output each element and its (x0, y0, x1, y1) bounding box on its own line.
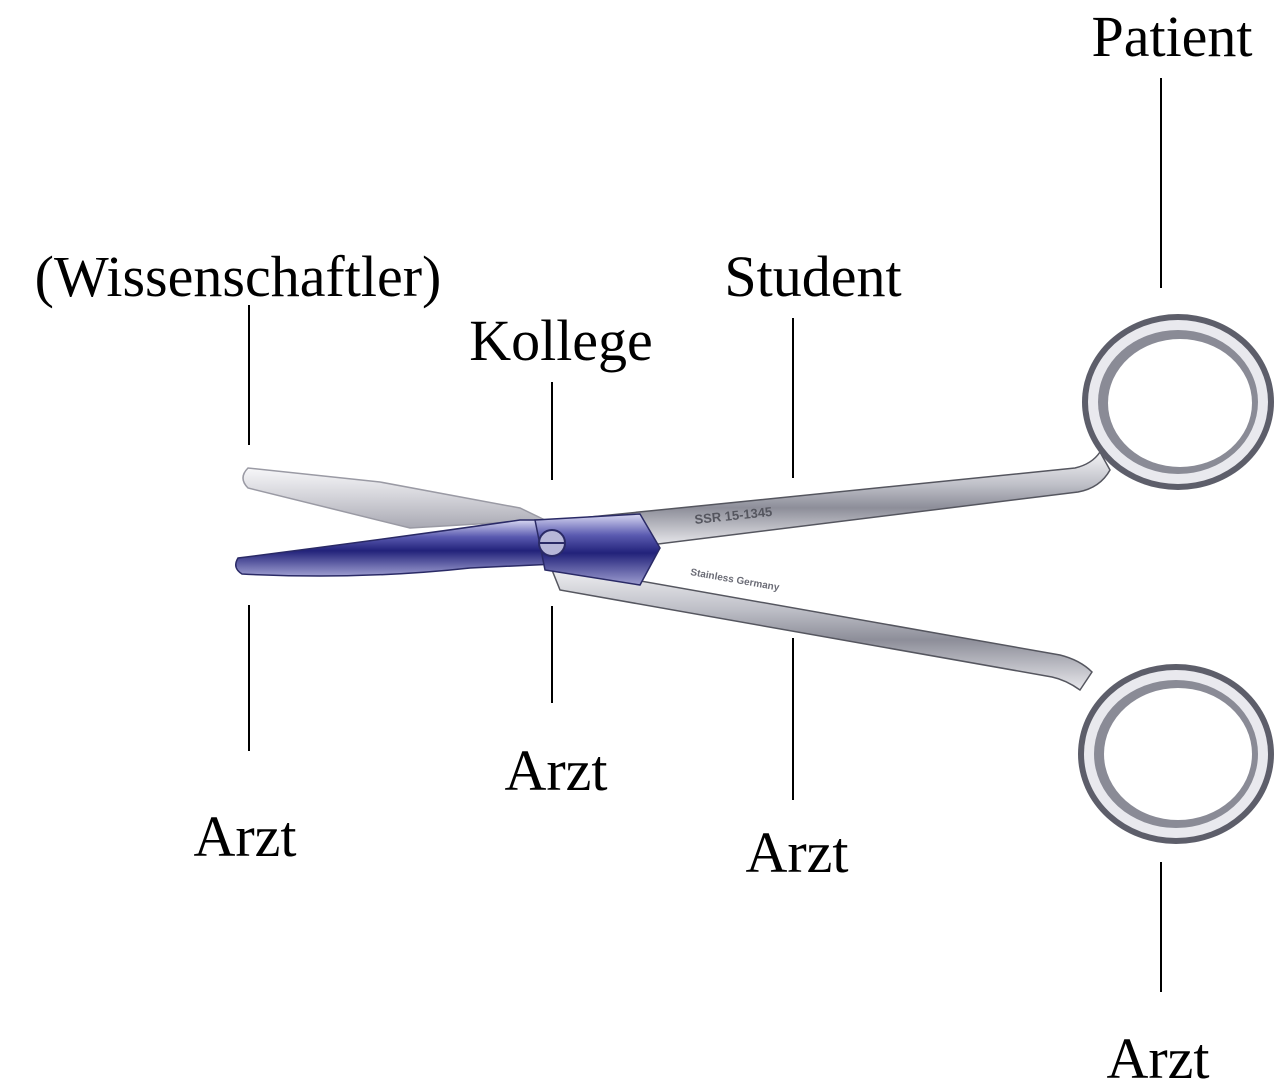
label-arzt-4: Arzt (1106, 1030, 1209, 1082)
engraving-bottom: Stainless Germany (689, 567, 780, 594)
label-kollege: Kollege (469, 312, 653, 370)
leader-line-arzt-4 (1160, 862, 1162, 992)
label-patient: Patient (1091, 8, 1252, 66)
leader-line-patient (1160, 78, 1162, 288)
label-student: Student (724, 248, 901, 306)
hinge-screw (539, 530, 565, 556)
leader-line-arzt-1 (248, 605, 250, 751)
leader-line-student (792, 318, 794, 478)
leader-line-arzt-2 (551, 606, 553, 703)
upper-blade (243, 468, 545, 528)
leader-line-wissenschaftler (248, 305, 250, 445)
label-arzt-1: Arzt (193, 808, 296, 866)
leader-line-arzt-3 (792, 638, 794, 800)
upper-finger-ring (1082, 314, 1274, 490)
lower-finger-ring (1078, 664, 1274, 844)
leader-line-kollege (551, 382, 553, 480)
label-arzt-3: Arzt (745, 824, 848, 882)
label-arzt-2: Arzt (504, 742, 607, 800)
label-wissenschaftler: (Wissenschaftler) (35, 248, 442, 306)
